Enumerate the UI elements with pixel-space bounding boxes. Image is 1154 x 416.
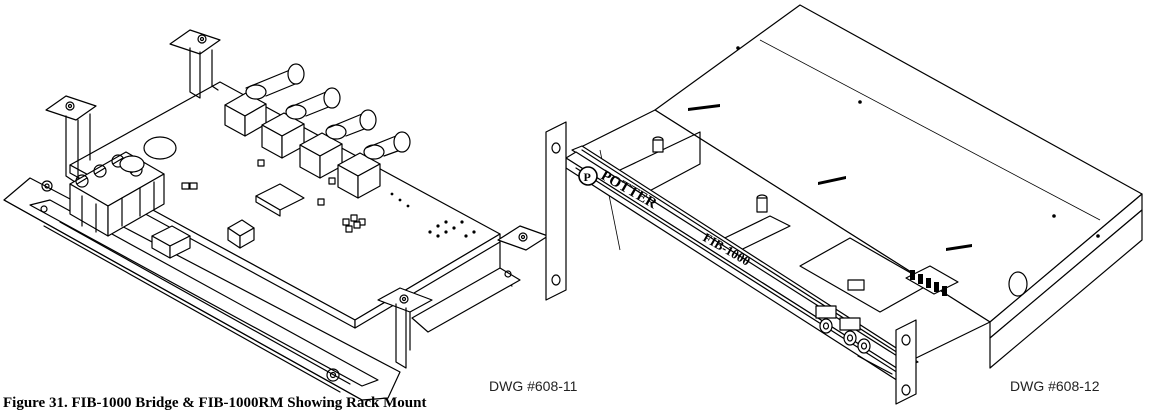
fib-1000rm-rack-drawing: P POTTER FIB-1000 <box>545 4 1143 405</box>
standoff-bracket-front <box>377 267 521 369</box>
standoff-bracket-top <box>169 29 221 99</box>
fiber-connector-2 <box>261 87 341 159</box>
front-fiber-connectors <box>815 305 893 375</box>
interior-terminal-block <box>905 265 959 296</box>
potter-logo: P <box>578 166 598 186</box>
board-components <box>119 136 476 259</box>
rack-ear-left <box>545 121 567 301</box>
drawing-number-right: DWG #608-12 <box>1010 378 1100 394</box>
fiber-connector-3 <box>299 109 377 179</box>
svg-text:P: P <box>584 170 591 184</box>
chassis-interior <box>574 109 991 361</box>
figure-caption: Figure 31. FIB-1000 Bridge & FIB-1000RM … <box>3 395 427 411</box>
standoff-bracket-left <box>45 95 97 185</box>
fib-1000-bridge-drawing <box>3 29 549 401</box>
rack-ear-right <box>895 319 917 405</box>
fiber-connector-1 <box>224 63 305 137</box>
fiber-connector-4 <box>337 131 411 199</box>
drawing-number-left: DWG #608-11 <box>489 378 578 394</box>
chassis-side <box>989 209 1143 369</box>
